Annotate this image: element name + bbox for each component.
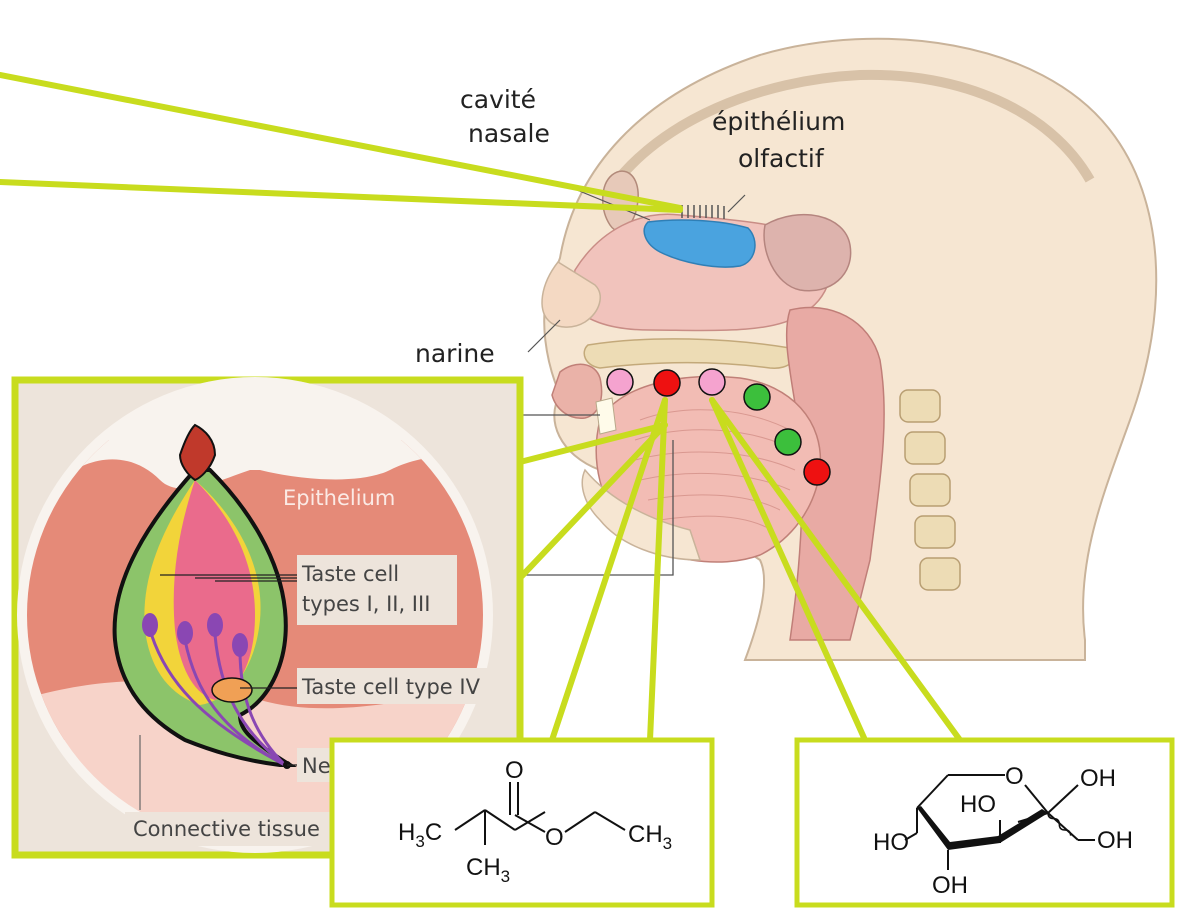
sugar-ho-inner: HO <box>960 791 996 818</box>
receptor-dot-pink-2 <box>699 369 725 395</box>
receptor-dot-red-2 <box>804 459 830 485</box>
ester-o-top: O <box>505 757 524 784</box>
receptor-dot-green-2 <box>775 429 801 455</box>
sugar-ho-left: HO <box>873 829 909 856</box>
sugar-oh-top: OH <box>1080 765 1116 792</box>
label-olfactory-epithelium-1: épithélium <box>712 107 845 136</box>
label-nasal-cavity-1: cavité <box>460 85 536 114</box>
label-epithelium: Epithelium <box>283 486 395 510</box>
sugar-oh-bottom: OH <box>932 872 968 899</box>
label-olfactory-epithelium-2: olfactif <box>738 144 825 173</box>
label-taste-cell-type-4: Taste cell type IV <box>301 675 481 699</box>
label-taste-cell-types-2: types I, II, III <box>302 592 430 616</box>
type-iv-cell <box>212 678 252 702</box>
label-nostril: narine <box>415 339 495 368</box>
sugar-oh-right: OH <box>1097 827 1133 854</box>
ester-o-mid: O <box>545 824 564 851</box>
receptor-dot-red-1 <box>654 370 680 396</box>
teeth <box>596 398 616 434</box>
receptor-dot-pink-1 <box>607 369 633 395</box>
label-nasal-cavity-2: nasale <box>468 119 550 148</box>
ester-molecule-box: O H3C O CH3 CH3 <box>332 740 712 905</box>
receptor-dot-green-1 <box>744 384 770 410</box>
label-taste-cell-types-1: Taste cell <box>301 562 399 586</box>
label-connective-tissue: Connective tissue <box>133 817 320 841</box>
sugar-molecule-box: O OH HO HO OH OH <box>797 740 1172 905</box>
sugar-ring-o: O <box>1005 763 1024 790</box>
